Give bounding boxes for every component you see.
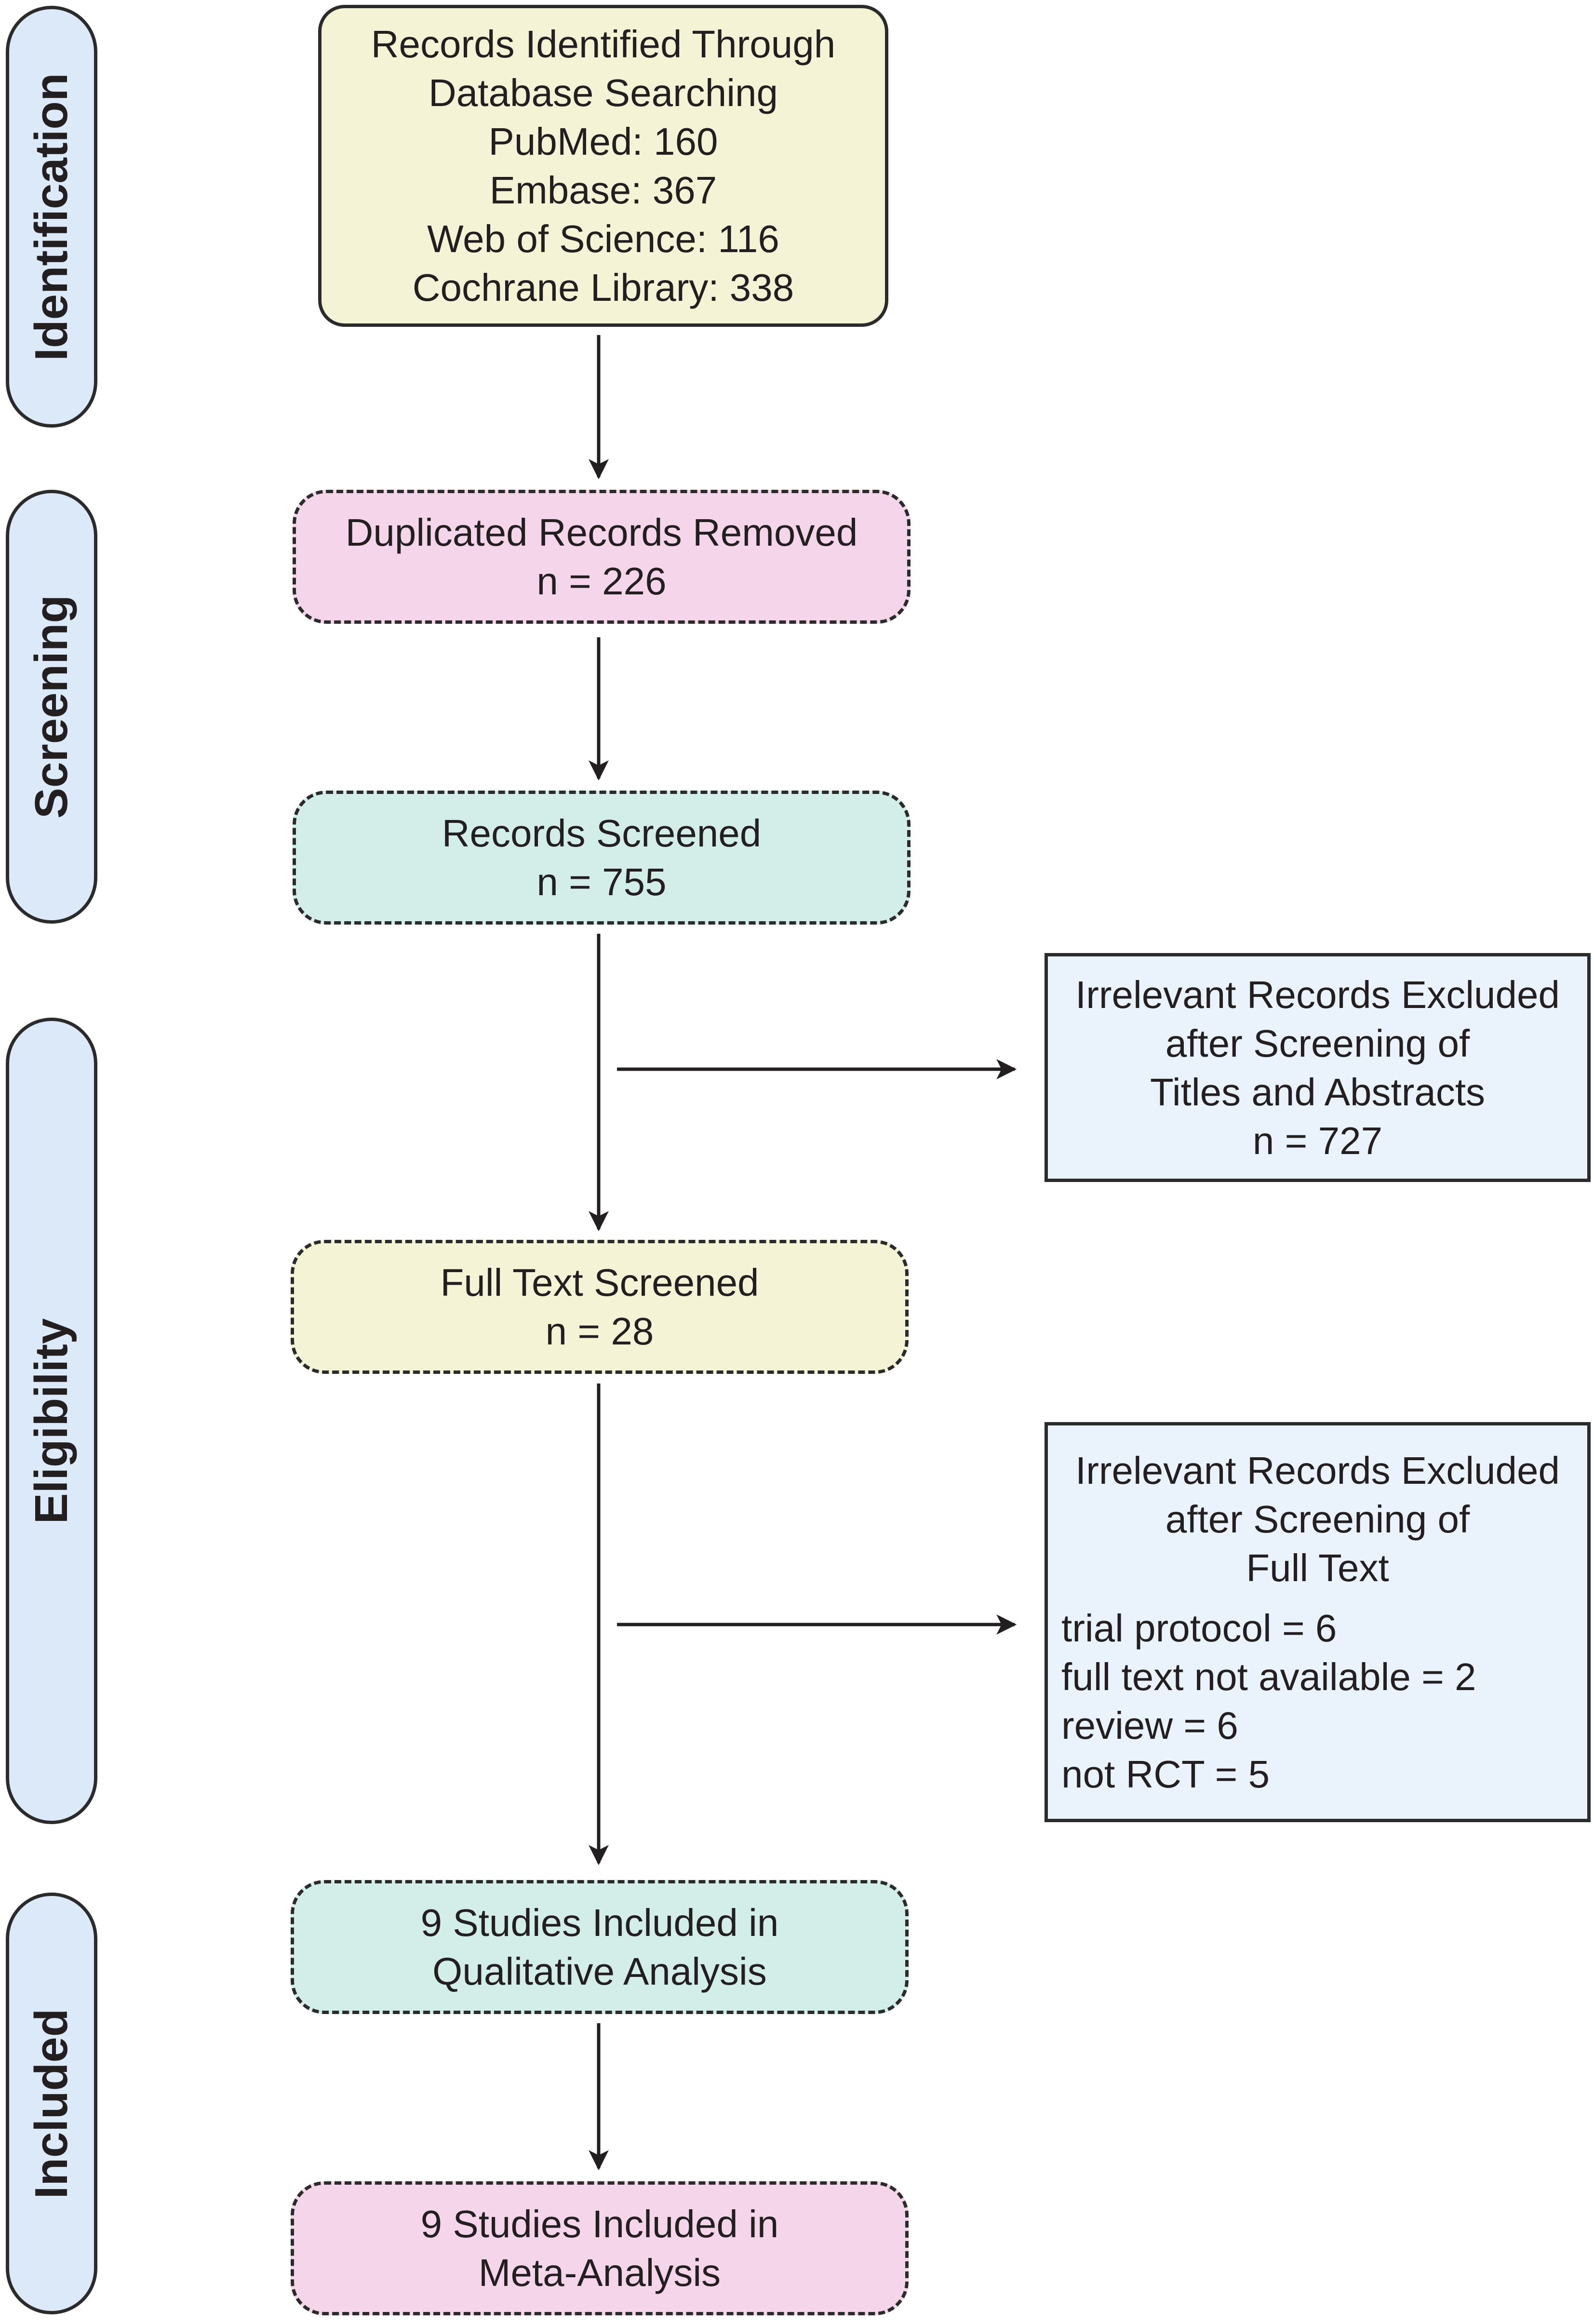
excluded-full-line-3: Full Text [1246, 1546, 1389, 1589]
meta-line-2: Meta-Analysis [478, 2251, 721, 2294]
exclusion-reason: trial protocol = 6 [1061, 1606, 1337, 1650]
identified-line-6: Cochrane Library: 338 [412, 266, 794, 309]
excluded-full-line-1: Irrelevant Records Excluded [1075, 1449, 1560, 1492]
excluded-titles-line-2: after Screening of [1165, 1021, 1470, 1065]
duplicates-line-1: Duplicated Records Removed [345, 511, 858, 554]
identified-line-4: Embase: 367 [489, 169, 717, 212]
excluded-titles-line-4: n = 727 [1252, 1119, 1383, 1162]
box-excluded-titles-abstracts: Irrelevant Records Excluded after Screen… [1045, 953, 1591, 1182]
phase-eligibility: Eligibility [6, 1018, 97, 1824]
excluded-titles-line-1: Irrelevant Records Excluded [1075, 973, 1560, 1016]
identified-line-2: Database Searching [429, 71, 778, 114]
box-excluded-full-text: Irrelevant Records Excluded after Screen… [1045, 1422, 1591, 1822]
identified-line-1: Records Identified Through [371, 23, 836, 66]
exclusion-reason: review = 6 [1061, 1704, 1238, 1747]
phase-included: Included [6, 1893, 97, 2314]
screened-line-2: n = 755 [536, 860, 667, 903]
phase-screening: Screening [6, 490, 97, 924]
qualitative-line-1: 9 Studies Included in [420, 1901, 779, 1944]
meta-line-1: 9 Studies Included in [420, 2203, 779, 2245]
exclusion-reasons-list: trial protocol = 6 full text not availab… [1048, 1604, 1476, 1799]
identified-line-5: Web of Science: 116 [427, 217, 779, 260]
screened-line-1: Records Screened [442, 812, 762, 855]
fulltext-line-1: Full Text Screened [440, 1261, 759, 1304]
fulltext-line-2: n = 28 [545, 1310, 654, 1353]
box-records-screened: Records Screened n = 755 [293, 791, 911, 925]
excluded-full-line-2: after Screening of [1165, 1497, 1470, 1541]
identified-line-3: PubMed: 160 [488, 120, 718, 163]
exclusion-reason: full text not available = 2 [1061, 1655, 1476, 1698]
phase-identification: Identification [6, 6, 97, 428]
qualitative-line-2: Qualitative Analysis [432, 1950, 767, 1993]
box-full-text-screened: Full Text Screened n = 28 [291, 1240, 909, 1374]
exclusion-reason: not RCT = 5 [1061, 1752, 1270, 1796]
duplicates-line-2: n = 226 [536, 560, 667, 603]
box-duplicates-removed: Duplicated Records Removed n = 226 [293, 490, 911, 624]
box-meta-analysis: 9 Studies Included in Meta-Analysis [291, 2181, 909, 2315]
excluded-titles-line-3: Titles and Abstracts [1150, 1070, 1486, 1114]
box-records-identified: Records Identified Through Database Sear… [318, 5, 888, 327]
box-qualitative-analysis: 9 Studies Included in Qualitative Analys… [291, 1880, 909, 2014]
